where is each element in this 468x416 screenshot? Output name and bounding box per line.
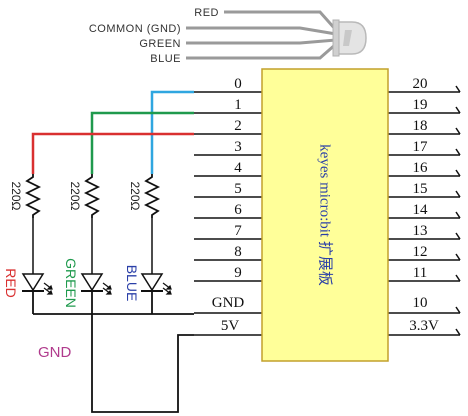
left-pin-7: 7 (234, 223, 242, 239)
resistor-green (83, 174, 101, 218)
left-pin-1: 1 (234, 97, 242, 113)
led-blue (140, 273, 172, 295)
wire-blue-pin1 (150, 90, 194, 174)
led-red-label: RED (3, 268, 19, 298)
right-pin-14: 14 (413, 202, 429, 218)
resistor-red-label: 220Ω (9, 182, 23, 211)
right-pin-18: 18 (413, 118, 428, 134)
right-pin-10: 10 (413, 295, 428, 311)
rgb-pin-label-red: RED (194, 7, 219, 19)
left-pin-8: 8 (234, 244, 242, 260)
left-pin-3: 3 (234, 139, 242, 155)
left-pin-5v: 5V (221, 318, 240, 334)
right-pin-15: 15 (413, 181, 428, 197)
right-pin-20: 20 (413, 76, 428, 92)
resistor-red (24, 174, 42, 218)
right-pin-13: 13 (413, 223, 428, 239)
wire-green-pin2 (90, 111, 194, 174)
right-pin-16: 16 (413, 160, 429, 176)
right-pin-12: 12 (413, 244, 428, 260)
led-red (21, 273, 53, 295)
left-pin-5: 5 (234, 181, 242, 197)
wire-red-pin3 (31, 132, 194, 174)
right-header-pins (388, 91, 460, 336)
board-label: keyes micro:bit 扩展板 (317, 144, 335, 286)
ground-wiring (32, 291, 194, 413)
left-pin-2: 2 (234, 118, 242, 134)
rgb-pin-label-common: COMMON (GND) (89, 23, 181, 35)
resistor-blue-label: 220Ω (128, 182, 142, 211)
left-pin-4: 4 (234, 160, 242, 176)
resistor-green-label: 220Ω (68, 182, 82, 211)
resistor-blue (143, 174, 161, 218)
left-pin-gnd: GND (212, 295, 245, 311)
rgb-led-component (332, 19, 367, 57)
left-pin-6: 6 (234, 202, 242, 218)
right-pin-3v3: 3.3V (409, 318, 439, 334)
rgb-led-leads (186, 10, 338, 60)
led-green-label: GREEN (63, 258, 79, 308)
rgb-pin-label-green: GREEN (139, 38, 181, 50)
pin-end-ticks (455, 85, 461, 336)
right-pin-11: 11 (413, 265, 427, 281)
rgb-pin-label-blue: BLUE (150, 53, 181, 65)
led-green (80, 273, 112, 295)
left-pin-9: 9 (234, 265, 242, 281)
microbit-expansion-board (261, 68, 389, 362)
led-blue-label: BLUE (124, 265, 140, 302)
right-pin-19: 19 (413, 97, 428, 113)
right-pin-17: 17 (413, 139, 429, 155)
left-pin-0: 0 (234, 76, 242, 92)
ground-label: GND (38, 344, 72, 361)
left-header-pins (194, 91, 262, 336)
